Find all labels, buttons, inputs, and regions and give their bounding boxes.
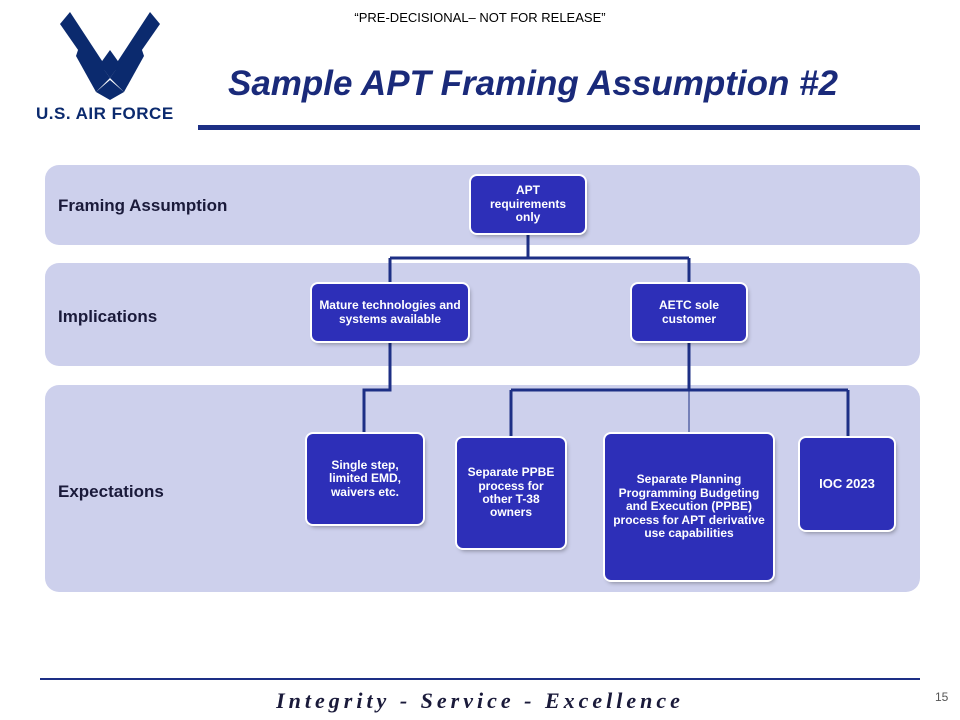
footer-rule — [40, 678, 920, 680]
classification-marking: “PRE-DECISIONAL– NOT FOR RELEASE” — [354, 10, 606, 25]
node-apt-requirements: APT requirements only — [471, 176, 585, 233]
band-label-implications: Implications — [58, 307, 158, 326]
band-implications — [45, 263, 920, 366]
title-rule — [198, 125, 920, 130]
page-number: 15 — [935, 690, 949, 704]
page-title: Sample APT Framing Assumption #2 — [228, 64, 839, 103]
node-ioc-2023: IOC 2023 — [800, 438, 894, 530]
logo-wordmark: U.S. AIR FORCE — [36, 104, 174, 123]
band-label-framing: Framing Assumption — [58, 196, 228, 215]
node-mature-technologies: Mature technologies and systems availabl… — [312, 284, 468, 341]
node-separate-ppbe: Separate PPBE process for other T-38 own… — [457, 438, 565, 548]
node-aetc-sole-customer: AETC sole customer — [632, 284, 746, 341]
band-label-expectations: Expectations — [58, 482, 164, 501]
air-force-wings-icon — [60, 12, 160, 100]
air-force-logo — [30, 8, 190, 126]
footer-motto: Integrity - Service - Excellence — [276, 688, 684, 713]
node-single-step: Single step, limited EMD, waivers etc. — [307, 434, 423, 524]
node-separate-planning: Separate Planning Programming Budgeting … — [605, 434, 773, 580]
